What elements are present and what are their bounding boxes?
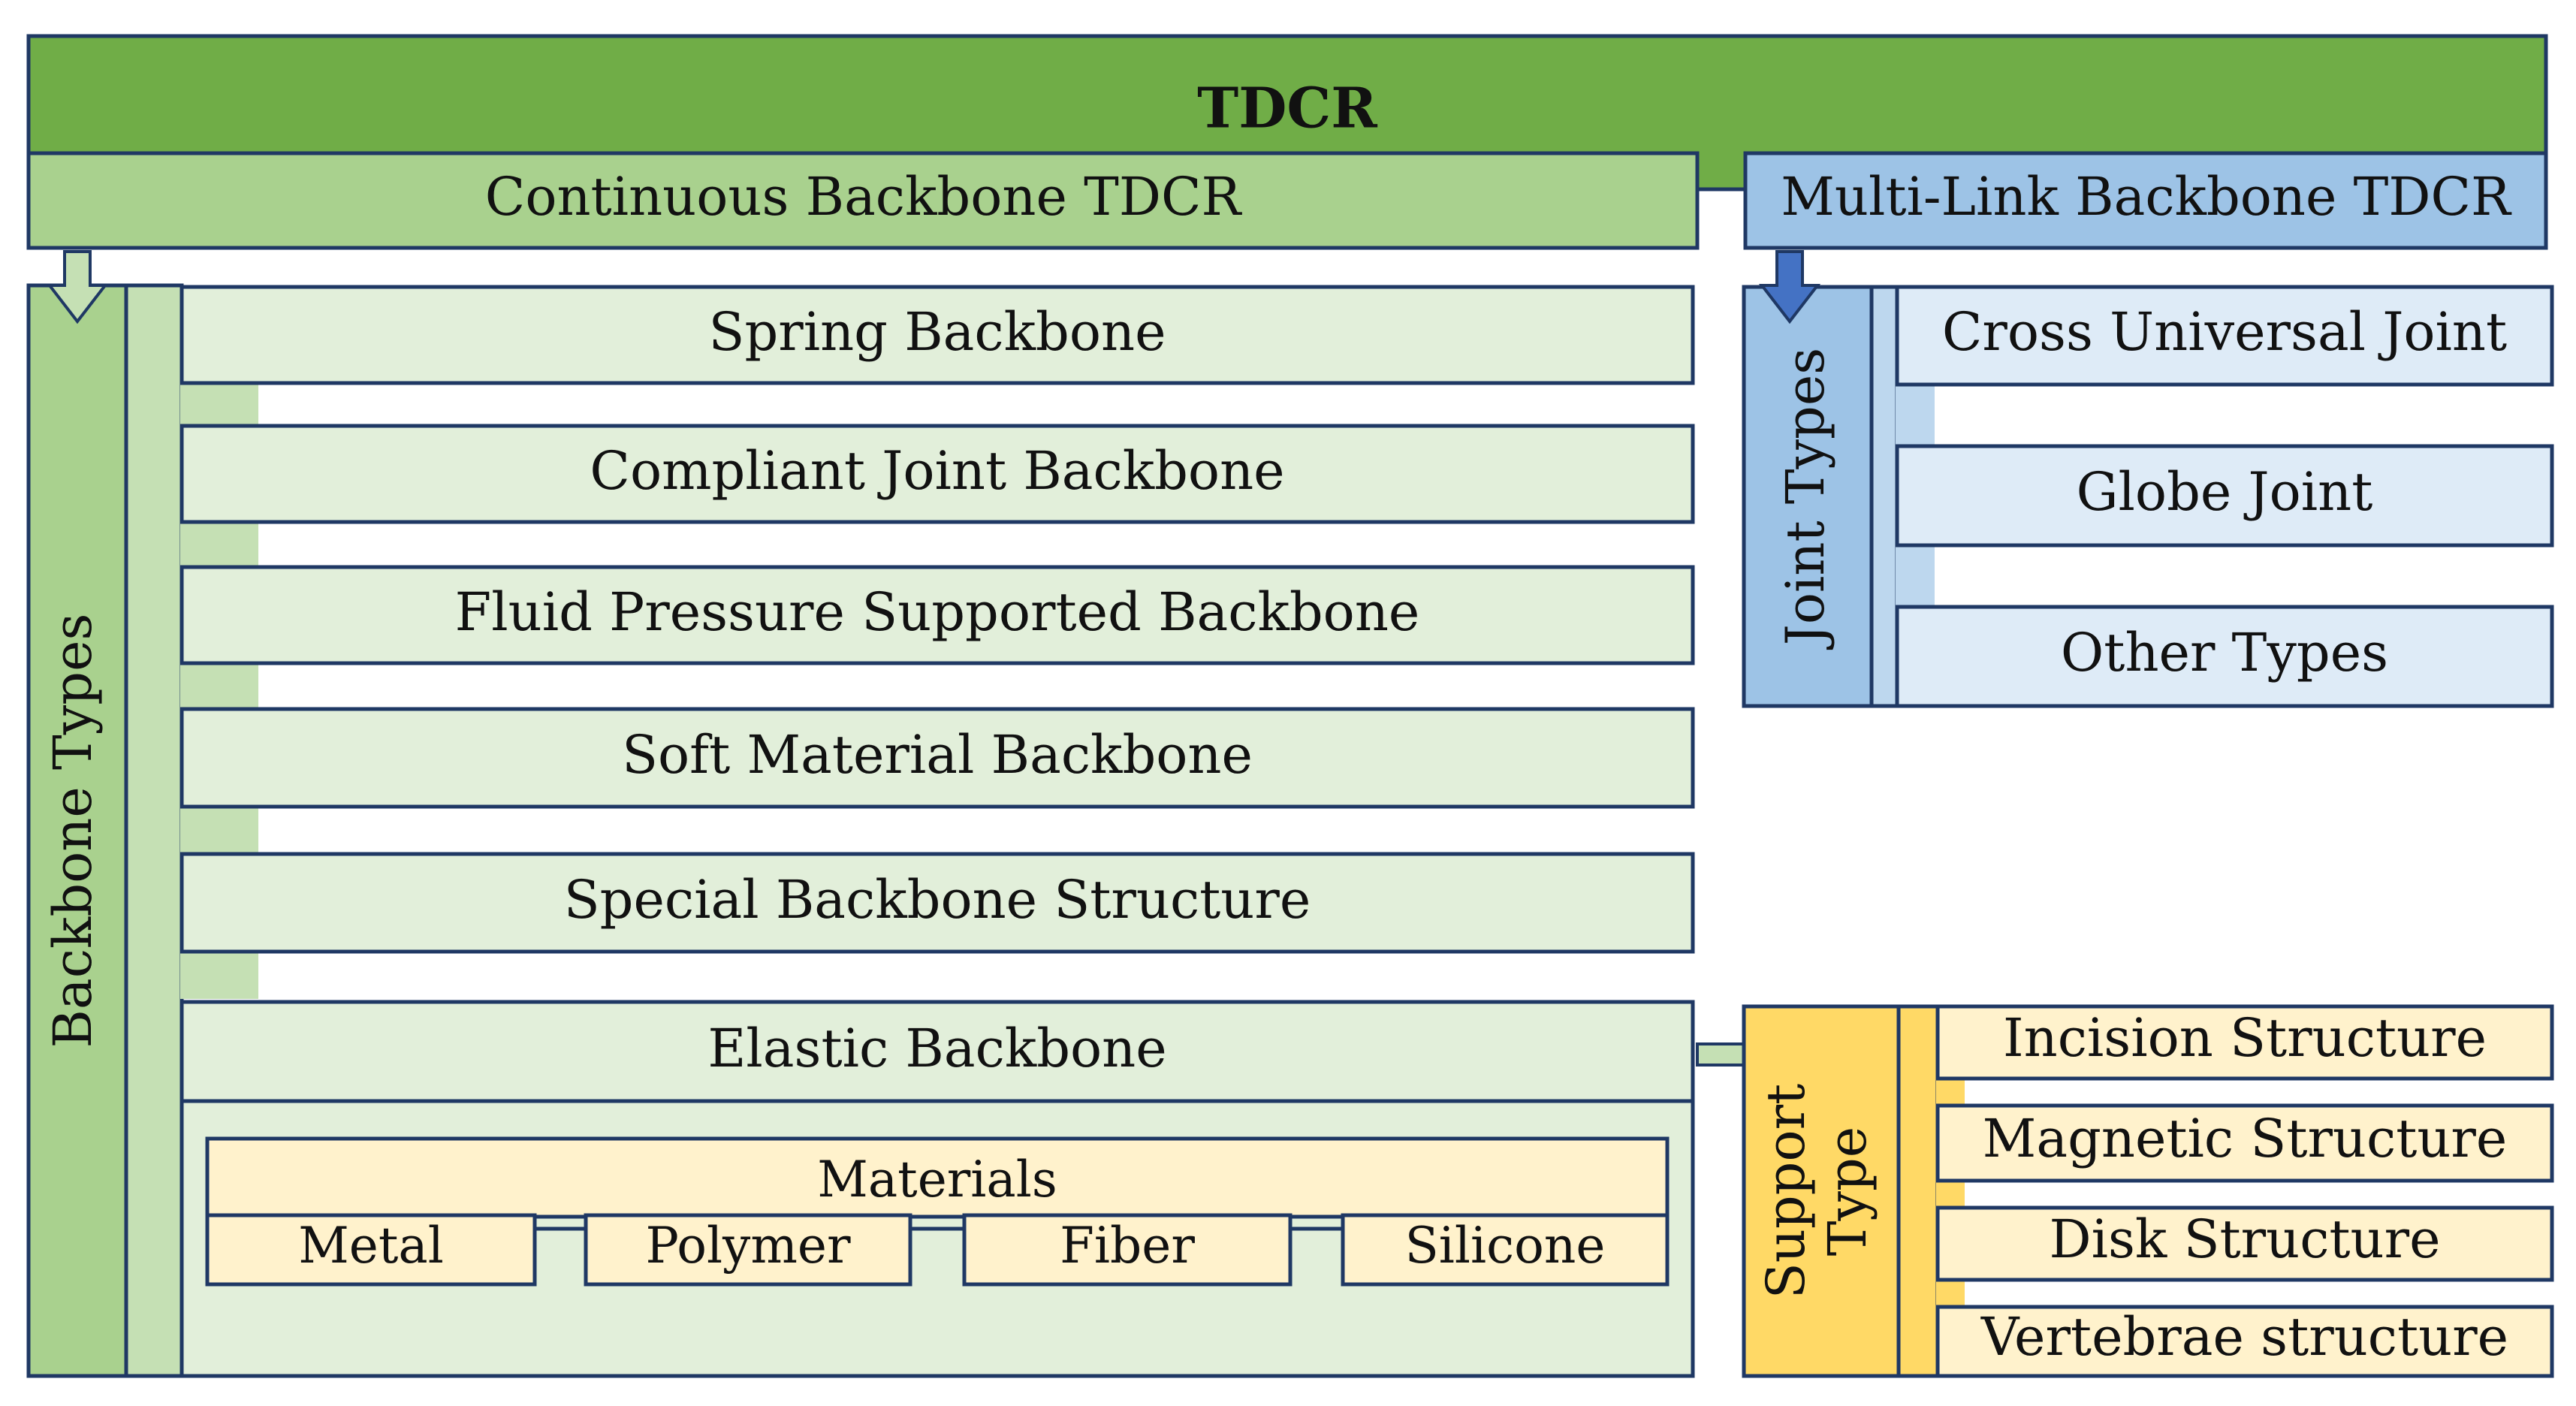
continuous-header: Continuous Backbone TDCR <box>26 151 1700 250</box>
continuous-title: Continuous Backbone TDCR <box>485 166 1243 228</box>
joint-types-sidebar <box>1742 285 1874 708</box>
joint-item: Globe Joint <box>1895 444 2554 548</box>
material-item: Silicone <box>1341 1213 1670 1287</box>
support-item: Disk Structure <box>1935 1205 2554 1282</box>
joint-item: Cross Universal Joint <box>1895 285 2554 387</box>
multilink-title: Multi-Link Backbone TDCR <box>1781 166 2512 228</box>
material-label: Silicone <box>1405 1217 1606 1275</box>
material-item: Fiber <box>962 1213 1293 1287</box>
backbone-item: Spring Backbone <box>179 285 1695 385</box>
support-connector-tabs <box>1936 1079 1965 1307</box>
support-type-sidebar <box>1742 1004 1901 1378</box>
support-item-label: Vertebrae structure <box>1980 1306 2508 1368</box>
backbone-types-sidebar <box>26 283 128 1378</box>
down-arrow-icon <box>1758 250 1821 324</box>
joint-types-label: Joint Types <box>1775 348 1836 650</box>
joint-connector <box>1869 285 1899 708</box>
elastic-backbone-title: Elastic Backbone <box>707 1018 1166 1079</box>
materials-group: Materials Metal Polymer Fiber Silicone <box>205 1136 1670 1287</box>
support-item: Magnetic Structure <box>1935 1103 2554 1183</box>
backbone-item-label: Compliant Joint Backbone <box>590 440 1284 502</box>
joint-item-label: Cross Universal Joint <box>1942 301 2507 363</box>
material-label: Polymer <box>645 1217 851 1275</box>
backbone-item: Soft Material Backbone <box>179 707 1695 809</box>
connector-tabs <box>180 382 258 999</box>
backbone-types-label: Backbone Types <box>42 614 104 1048</box>
down-arrow-icon <box>46 250 109 324</box>
backbone-item: Special Backbone Structure <box>179 852 1695 954</box>
joint-connector-tabs <box>1896 385 1935 607</box>
support-item: Vertebrae structure <box>1935 1305 2554 1378</box>
support-item-label: Incision Structure <box>2003 1007 2487 1069</box>
joint-item-label: Globe Joint <box>2077 461 2373 523</box>
materials-label: Materials <box>817 1151 1057 1208</box>
backbone-item-label: Special Backbone Structure <box>564 869 1311 931</box>
support-connector <box>1896 1004 1940 1378</box>
support-item: Incision Structure <box>1935 1004 2554 1081</box>
multilink-header: Multi-Link Backbone TDCR <box>1743 151 2548 250</box>
support-item-label: Disk Structure <box>2049 1208 2440 1270</box>
support-item-label: Magnetic Structure <box>1983 1108 2508 1169</box>
support-type-label-line2: Type <box>1817 1127 1878 1256</box>
backbone-connector <box>124 283 184 1378</box>
joint-item-label: Other Types <box>2061 622 2388 683</box>
backbone-item: Fluid Pressure Supported Backbone <box>179 565 1695 665</box>
backbone-item-label: Fluid Pressure Supported Backbone <box>455 581 1420 643</box>
material-label: Metal <box>298 1217 444 1275</box>
support-type-label-line1: Support <box>1755 1084 1817 1299</box>
backbone-item: Compliant Joint Backbone <box>179 424 1695 524</box>
joint-item: Other Types <box>1895 605 2554 708</box>
backbone-item-label: Spring Backbone <box>708 301 1166 363</box>
root-title: TDCR <box>1197 77 1377 141</box>
material-label: Fiber <box>1060 1217 1195 1275</box>
backbone-item-label: Soft Material Backbone <box>622 724 1253 786</box>
material-item: Polymer <box>584 1213 912 1287</box>
material-item: Metal <box>205 1213 537 1287</box>
